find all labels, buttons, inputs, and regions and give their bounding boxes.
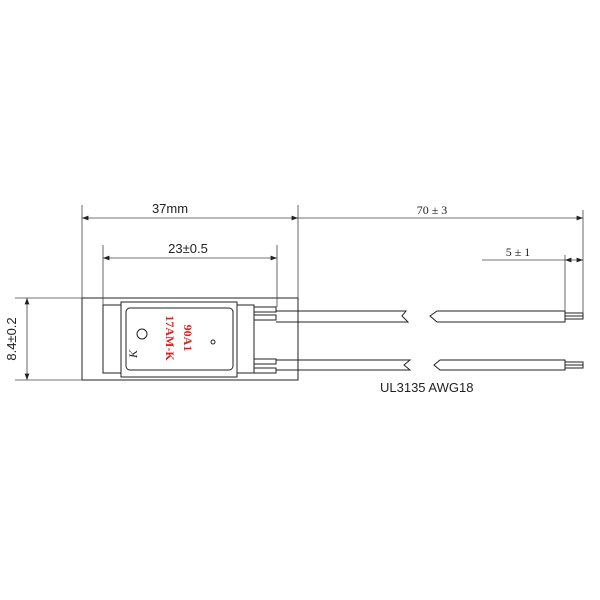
dim-strip-length: 5 ± 1 xyxy=(506,245,531,259)
marking-circle-icon xyxy=(136,328,148,340)
rating-text: 90A1 xyxy=(181,325,195,352)
device-body xyxy=(81,297,299,381)
marking-dot-icon xyxy=(210,339,216,345)
wire-bottom xyxy=(276,359,584,371)
dim-body-length: 37mm xyxy=(152,201,188,216)
dim-wire-length: 70 ± 3 xyxy=(417,203,448,217)
wire-top xyxy=(276,310,584,323)
dim-plate-length: 23±0.5 xyxy=(168,241,208,256)
terminals xyxy=(253,306,277,374)
dimension-lines xyxy=(15,205,584,381)
logo: K xyxy=(126,349,140,359)
dim-body-height: 8.4±0.2 xyxy=(4,317,19,360)
model-text: 17AM-K xyxy=(163,315,177,361)
wire-label: UL3135 AWG18 xyxy=(380,380,473,395)
